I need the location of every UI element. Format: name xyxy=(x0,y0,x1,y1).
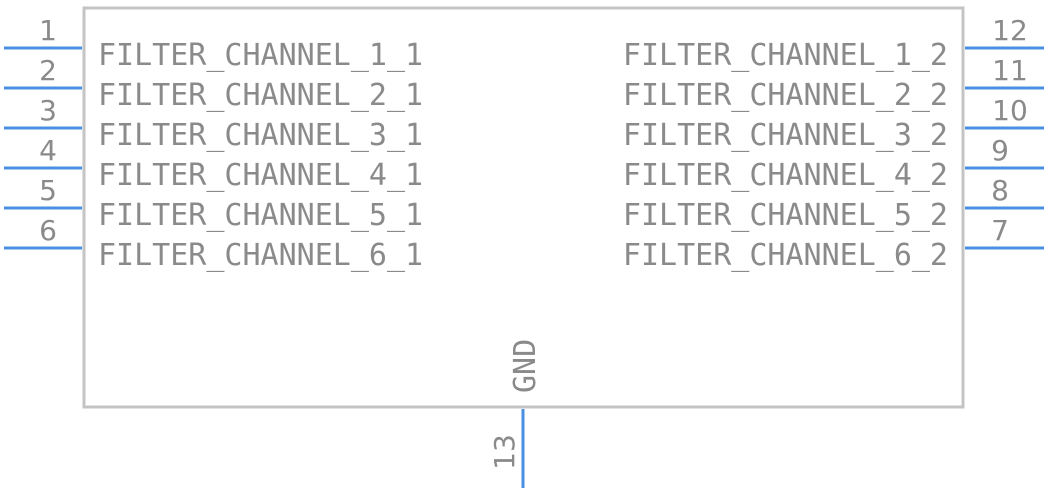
pin-label-13: GND xyxy=(508,339,543,393)
component-body xyxy=(82,6,965,409)
left-pins: 1 FILTER_CHANNEL_1_1 2 FILTER_CHANNEL_2_… xyxy=(4,14,423,273)
pin-label-9: FILTER_CHANNEL_4_2 xyxy=(623,158,948,193)
pin-label-7: FILTER_CHANNEL_6_2 xyxy=(623,238,948,273)
pin-label-6: FILTER_CHANNEL_6_1 xyxy=(98,238,423,273)
pin-label-10: FILTER_CHANNEL_3_2 xyxy=(623,118,948,153)
pin-number-9: 9 xyxy=(991,134,1009,167)
pin-number-1: 1 xyxy=(39,14,57,47)
pin-label-3: FILTER_CHANNEL_3_1 xyxy=(98,118,423,153)
pin-number-2: 2 xyxy=(39,54,57,87)
pin-number-3: 3 xyxy=(39,94,57,127)
pin-label-5: FILTER_CHANNEL_5_1 xyxy=(98,198,423,233)
pin-number-7: 7 xyxy=(991,214,1009,247)
pin-label-12: FILTER_CHANNEL_1_2 xyxy=(623,38,948,73)
pin-label-8: FILTER_CHANNEL_5_2 xyxy=(623,198,948,233)
pin-number-4: 4 xyxy=(39,134,57,167)
pin-number-11: 11 xyxy=(992,54,1028,87)
pin-label-4: FILTER_CHANNEL_4_1 xyxy=(98,158,423,193)
pin-number-8: 8 xyxy=(991,174,1009,207)
pin-label-2: FILTER_CHANNEL_2_1 xyxy=(98,78,423,113)
pin-number-12: 12 xyxy=(992,14,1028,47)
pin-number-6: 6 xyxy=(39,214,57,247)
pin-number-10: 10 xyxy=(992,94,1028,127)
pin-number-13: 13 xyxy=(488,434,521,470)
pin-label-11: FILTER_CHANNEL_2_2 xyxy=(623,78,948,113)
bottom-pin: 13 GND xyxy=(488,339,543,488)
right-pins: 12 FILTER_CHANNEL_1_2 11 FILTER_CHANNEL_… xyxy=(623,14,1044,273)
pin-label-1: FILTER_CHANNEL_1_1 xyxy=(98,38,423,73)
pin-number-5: 5 xyxy=(39,174,57,207)
